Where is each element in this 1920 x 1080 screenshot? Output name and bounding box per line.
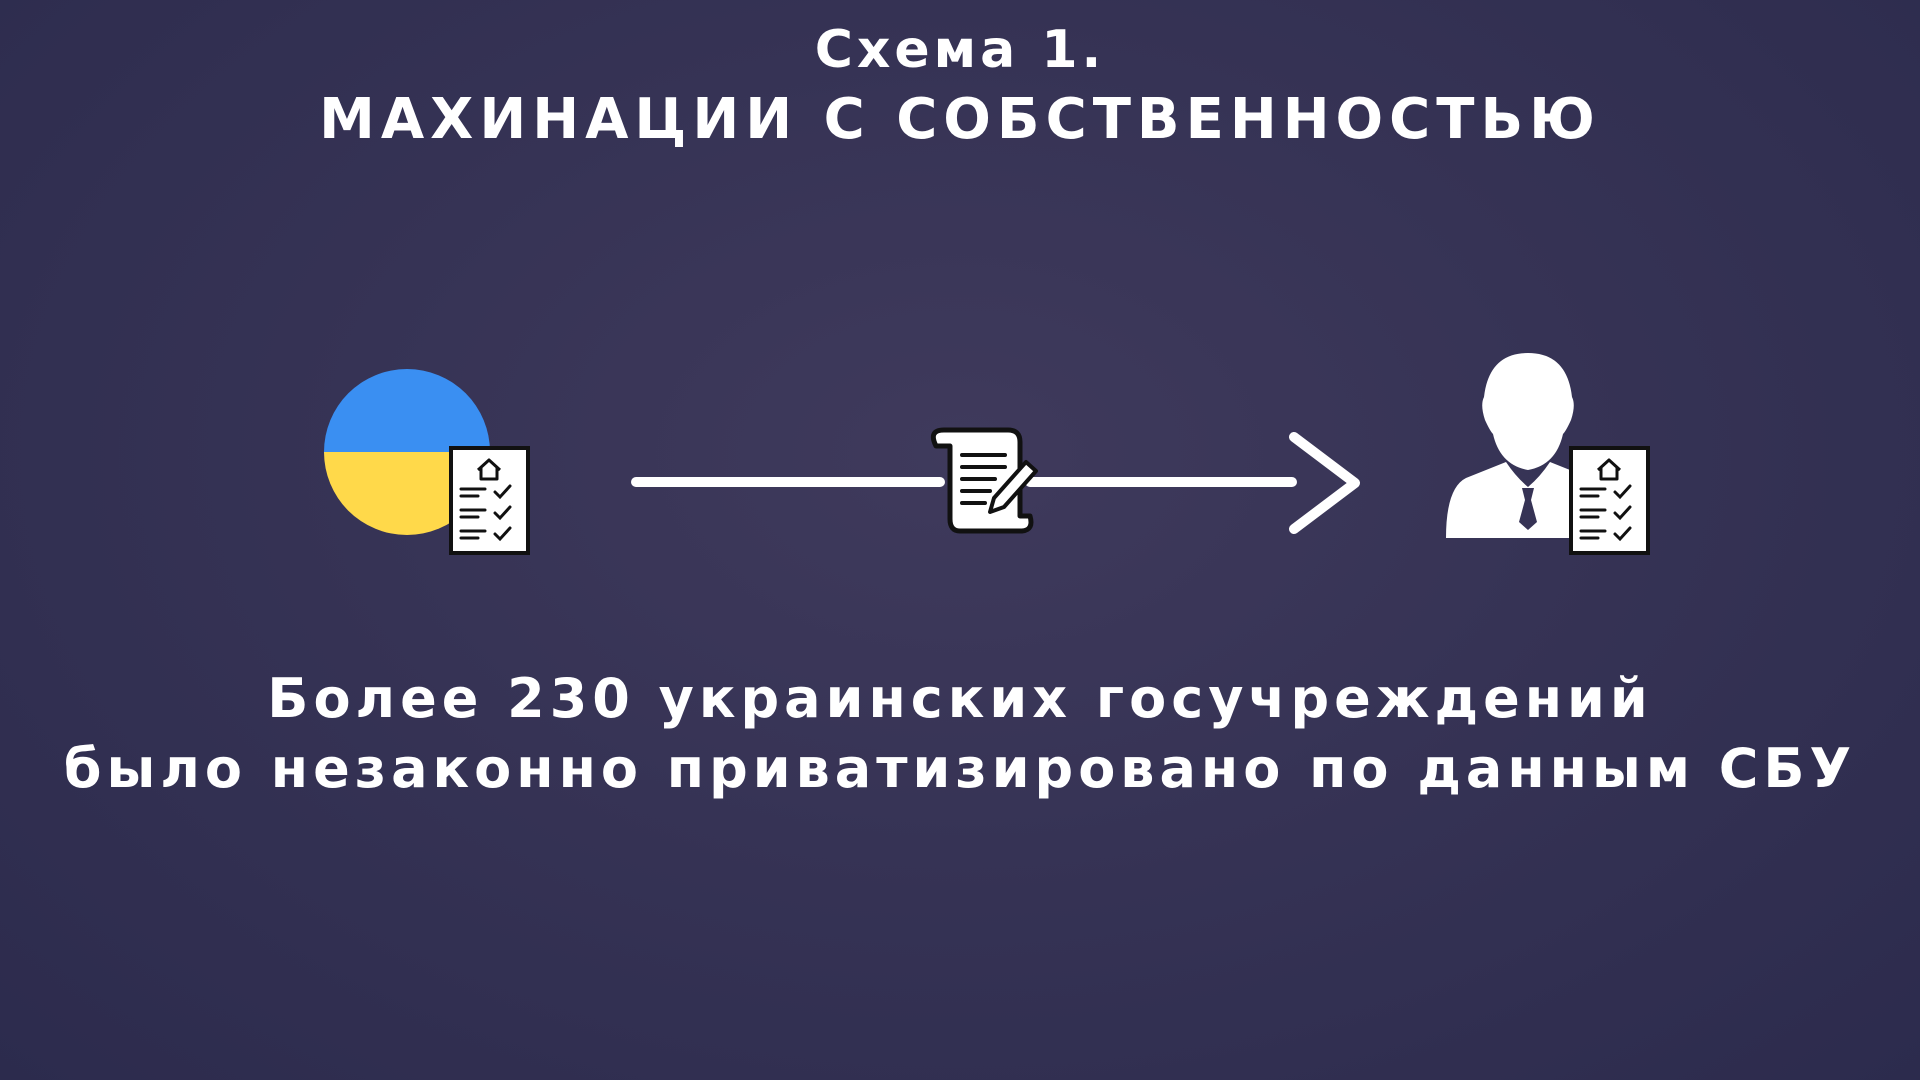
ukraine-state-property-icon bbox=[324, 369, 530, 555]
diagram-title-number: Схема 1. bbox=[814, 20, 1106, 80]
caption-line-1: Более 230 украинских госучреждений bbox=[267, 667, 1653, 730]
property-deed-icon bbox=[1569, 446, 1650, 555]
private-owner-property-icon bbox=[1446, 353, 1650, 555]
transfer-arrow bbox=[631, 432, 1360, 534]
contract-document-icon bbox=[930, 427, 1038, 534]
diagram-title: МАХИНАЦИИ С СОБСТВЕННОСТЬЮ bbox=[319, 87, 1601, 152]
pen-icon bbox=[988, 460, 1038, 514]
property-deed-icon bbox=[449, 446, 530, 555]
caption-line-2: было незаконно приватизировано по данным… bbox=[63, 737, 1857, 800]
arrow-head-icon bbox=[1289, 432, 1360, 534]
